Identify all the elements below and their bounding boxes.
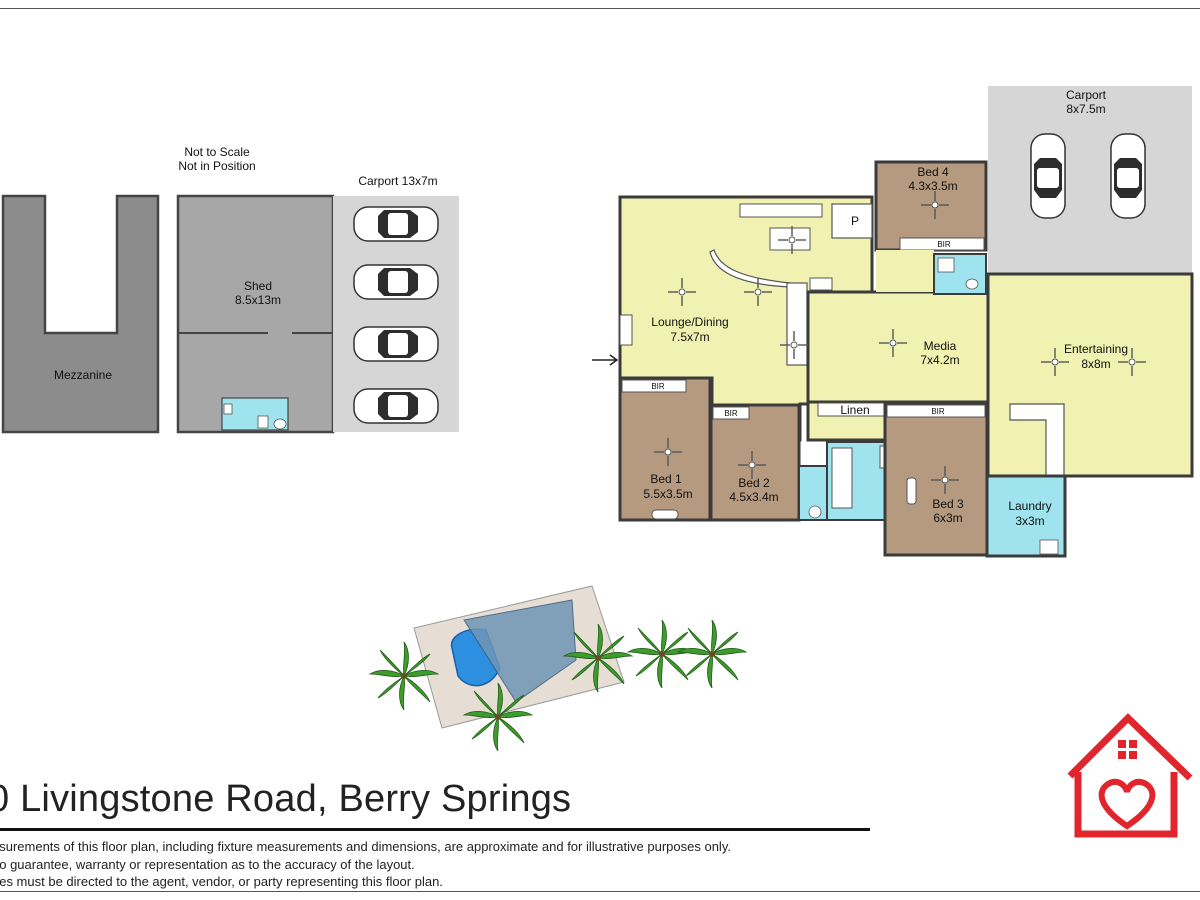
carport-name-label: Carport (1066, 88, 1107, 102)
car-icon (1030, 133, 1066, 219)
shed-size-label: 8.5x13m (235, 293, 281, 307)
mezzanine (1, 194, 160, 434)
mezzanine-label: Mezzanine (54, 368, 112, 382)
disclaimer-line-1: asurements of this floor plan, including… (0, 839, 731, 854)
footer-divider (0, 828, 870, 831)
not-to-scale-label: Not to Scale (184, 145, 250, 159)
lounge-name-label: Lounge/Dining (651, 315, 728, 329)
media-name-label: Media (924, 339, 957, 353)
linen-label: Linen (840, 403, 869, 417)
disclaimer-line-3: ries must be directed to the agent, vend… (0, 874, 443, 889)
bed1 (618, 376, 712, 522)
carport-left-label: Carport 13x7m (358, 174, 437, 188)
bir-label-bed4: BIR (937, 240, 951, 249)
shed-name-label: Shed (244, 279, 272, 293)
entertaining-size-label: 8x8m (1081, 357, 1110, 371)
bed4-name-label: Bed 4 (917, 165, 949, 179)
lounge-size-label: 7.5x7m (670, 330, 709, 344)
disclaimer-line-2: no guarantee, warranty or representation… (0, 856, 415, 872)
media-size-label: 7x4.2m (920, 353, 959, 367)
shade-sail-icon (463, 599, 577, 703)
car-icon (353, 326, 439, 362)
carport-size-label: 8x7.5m (1066, 102, 1105, 116)
laundry-size-label: 3x3m (1015, 514, 1044, 528)
car-icon (353, 206, 439, 242)
media-room (806, 290, 990, 404)
bir-label-bed3: BIR (931, 407, 945, 416)
bed3-size-label: 6x3m (933, 511, 962, 525)
hall-north (876, 250, 934, 292)
bed2 (709, 403, 801, 522)
property-address: 0 Livingstone Road, Berry Springs (0, 778, 572, 820)
bed4-size-label: 4.3x3.5m (908, 179, 957, 193)
entertaining-name-label: Entertaining (1064, 342, 1128, 356)
disclaimer: asurements of this floor plan, including… (0, 838, 731, 891)
pantry-label: P (851, 214, 859, 228)
top-border (0, 8, 1200, 9)
laundry-name-label: Laundry (1008, 499, 1051, 513)
house-heart-logo (1067, 713, 1193, 838)
not-in-position-label: Not in Position (178, 159, 255, 173)
pool-area (413, 585, 625, 729)
bed1-size-label: 5.5x3.5m (643, 487, 692, 501)
car-icon (353, 264, 439, 300)
bed1-name-label: Bed 1 (650, 472, 682, 486)
bottom-border (0, 891, 1200, 892)
bed3-name-label: Bed 3 (932, 497, 964, 511)
bed3 (883, 401, 989, 557)
bir-label-bed2: BIR (724, 409, 738, 418)
car-icon (1110, 133, 1146, 219)
bed2-name-label: Bed 2 (738, 476, 770, 490)
carport-left (333, 196, 459, 432)
ensuite-bed4 (933, 253, 987, 295)
laundry (985, 474, 1067, 558)
bir-label-bed1: BIR (651, 382, 665, 391)
carport-right (988, 86, 1192, 274)
entertaining (986, 272, 1194, 478)
shed (176, 194, 335, 434)
entry-arrow-icon (592, 354, 619, 366)
bed2-size-label: 4.5x3.4m (729, 490, 778, 504)
car-icon (353, 388, 439, 424)
